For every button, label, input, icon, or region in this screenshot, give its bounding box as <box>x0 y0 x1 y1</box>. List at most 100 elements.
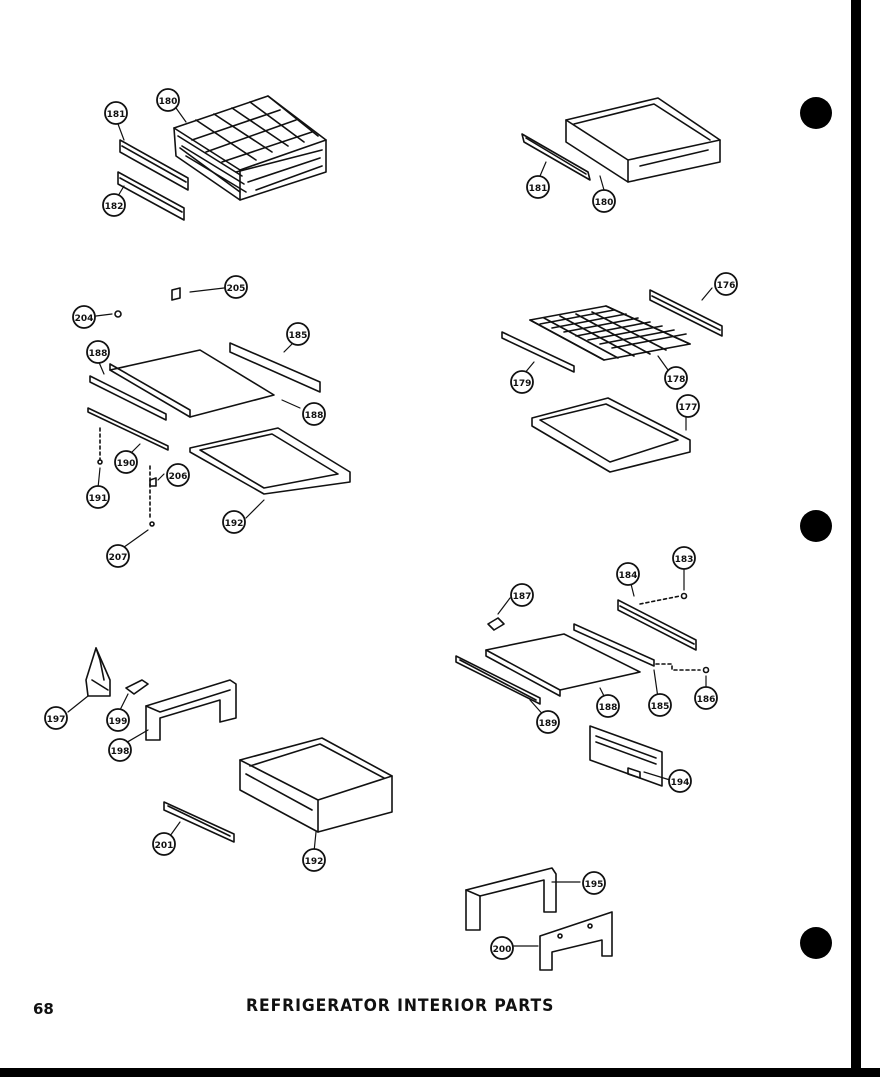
panel-194 <box>589 725 663 787</box>
wire-shelf-rail-right <box>649 289 723 337</box>
svg-text:185: 185 <box>651 702 670 712</box>
svg-text:197: 197 <box>47 715 66 725</box>
svg-text:188: 188 <box>305 411 324 421</box>
plate-200 <box>539 911 613 971</box>
keeper-pan <box>239 737 393 833</box>
callout-201: 201 <box>152 832 176 856</box>
bracket-198 <box>145 679 237 741</box>
svg-text:190: 190 <box>117 459 136 469</box>
svg-text:192: 192 <box>225 519 244 529</box>
page-title: REFRIGERATOR INTERIOR PARTS <box>246 996 555 1016</box>
callout-176: 176 <box>714 272 738 296</box>
shelf-rail-185 <box>573 623 655 667</box>
shelf-trim-left <box>89 375 167 421</box>
callout-188b: 188 <box>302 402 326 426</box>
callout-184: 184 <box>616 562 640 586</box>
svg-text:194: 194 <box>671 778 690 788</box>
callout-195: 195 <box>582 871 606 895</box>
svg-text:188: 188 <box>89 349 108 359</box>
callout-186: 186 <box>694 686 718 710</box>
svg-text:183: 183 <box>675 555 694 565</box>
callout-190a: 190 <box>114 450 138 474</box>
svg-text:199: 199 <box>109 717 128 727</box>
callout-188a: 188 <box>86 340 110 364</box>
keeper-rail-201 <box>163 801 235 843</box>
callout-192b: 192 <box>302 848 326 872</box>
svg-text:192: 192 <box>305 857 324 867</box>
svg-text:200: 200 <box>493 945 512 955</box>
basket-rail-lower <box>117 171 185 221</box>
svg-text:187: 187 <box>513 592 532 602</box>
page-number: 68 <box>33 1000 54 1018</box>
svg-text:207: 207 <box>109 553 128 563</box>
clip-204 <box>114 310 122 318</box>
svg-text:180: 180 <box>595 198 614 208</box>
scan-border-bottom <box>0 1068 880 1077</box>
callout-177: 177 <box>676 394 700 418</box>
meat-keeper-assembly <box>85 647 393 843</box>
crisper-pan <box>565 97 721 183</box>
callout-197: 197 <box>44 706 68 730</box>
svg-text:195: 195 <box>585 880 604 890</box>
shelf-trim-189 <box>455 655 541 705</box>
svg-text:181: 181 <box>107 110 126 120</box>
callout-185a: 185 <box>286 322 310 346</box>
callout-207: 207 <box>106 544 130 568</box>
callout-187: 187 <box>510 583 534 607</box>
callout-194: 194 <box>668 769 692 793</box>
callout-182a: 182 <box>102 193 126 217</box>
svg-text:180: 180 <box>159 97 178 107</box>
svg-text:198: 198 <box>111 747 130 757</box>
callout-181b: 181 <box>526 175 550 199</box>
shelf-frame <box>189 427 351 495</box>
callout-191: 191 <box>86 485 110 509</box>
svg-text:189: 189 <box>539 719 558 729</box>
callout-180b: 180 <box>592 189 616 213</box>
svg-text:201: 201 <box>155 841 174 851</box>
glass-shelf-188 <box>485 633 641 691</box>
callout-183: 183 <box>672 546 696 570</box>
callout-189: 189 <box>536 710 560 734</box>
callout-200: 200 <box>490 936 514 960</box>
binder-holes <box>800 97 832 959</box>
callout-204: 204 <box>72 305 96 329</box>
svg-text:178: 178 <box>667 375 686 385</box>
svg-text:177: 177 <box>679 403 698 413</box>
callout-178: 178 <box>664 366 688 390</box>
svg-text:205: 205 <box>227 284 246 294</box>
svg-text:191: 191 <box>89 494 108 504</box>
shelf-trim-front <box>229 342 321 393</box>
wire-shelf-assembly <box>501 289 723 473</box>
wire-shelf-frame <box>531 397 691 473</box>
callouts: 181 180 182 181 180 205 204 185 188 188 … <box>44 88 738 960</box>
scan-border-right <box>851 0 861 1077</box>
screw-205 <box>171 287 181 301</box>
shelf-trim-lower <box>87 407 169 451</box>
cover-197 <box>85 647 111 697</box>
callout-199: 199 <box>106 708 130 732</box>
wire-shelf-rail-left <box>501 331 575 373</box>
shelf-rail-184 <box>617 599 697 651</box>
svg-text:186: 186 <box>697 695 716 705</box>
svg-text:182: 182 <box>105 202 124 212</box>
callout-205: 205 <box>224 275 248 299</box>
callout-179a: 179 <box>510 370 534 394</box>
bracket-195 <box>465 867 557 931</box>
callout-206: 206 <box>166 463 190 487</box>
svg-text:185: 185 <box>289 331 308 341</box>
callout-198: 198 <box>108 738 132 762</box>
callout-180a: 180 <box>156 88 180 112</box>
svg-text:188: 188 <box>599 703 618 713</box>
callout-188c: 188 <box>596 694 620 718</box>
binder-hole-middle <box>800 510 832 542</box>
crisper-pan-assembly <box>521 97 721 183</box>
crisper-rail <box>521 133 591 181</box>
clip-187 <box>487 617 505 631</box>
binder-hole-top <box>800 97 832 129</box>
binder-hole-bottom <box>800 927 832 959</box>
deli-shelf-assembly <box>455 592 710 787</box>
svg-text:179: 179 <box>513 379 532 389</box>
glass-shelf-assembly <box>87 287 351 527</box>
